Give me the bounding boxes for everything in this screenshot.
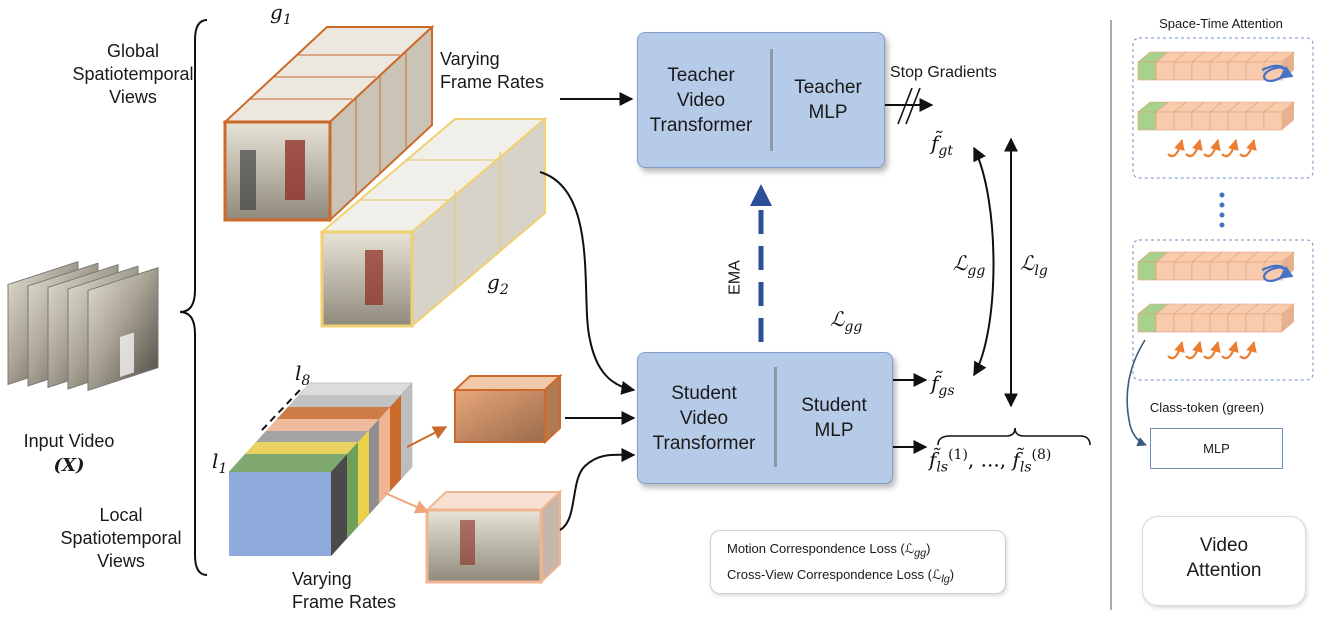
global-view-g2 bbox=[319, 116, 548, 329]
f-gt-label: f̃gt bbox=[931, 131, 953, 159]
local-view-stack bbox=[228, 382, 413, 557]
arrow-stack-to-peach-crop bbox=[384, 492, 430, 514]
arrow-stack-to-orange-crop bbox=[406, 426, 448, 448]
attention-dots bbox=[1219, 192, 1225, 228]
local-outputs-brace bbox=[937, 427, 1091, 446]
spatial-attention-loop-1 bbox=[1261, 64, 1294, 83]
video-attention-label: Video Attention bbox=[1186, 535, 1262, 581]
attention-block-top bbox=[1132, 37, 1314, 179]
class-token-label: Class-token (green) bbox=[1149, 400, 1265, 415]
token-row-4 bbox=[1137, 303, 1295, 333]
f-ls-label: f̃ls(1), ..., f̃ls(8) bbox=[929, 447, 1052, 476]
stop-gradient-slash-1 bbox=[897, 87, 913, 125]
student-mlp-label: Student MLP bbox=[801, 395, 867, 441]
student-block: Student Video Transformer Student MLP bbox=[637, 352, 893, 484]
teacher-transformer-label: Teacher Video Transformer bbox=[649, 65, 753, 136]
arrow-g2-to-student bbox=[539, 171, 636, 395]
loss-lg-label: ℒlg bbox=[1020, 251, 1048, 279]
teacher-mlp-label: Teacher MLP bbox=[794, 77, 862, 123]
video-attention-box: Video Attention bbox=[1142, 516, 1306, 606]
student-divider bbox=[774, 367, 777, 467]
stop-gradient-slash-2 bbox=[905, 87, 921, 125]
ema-label: EMA bbox=[726, 260, 744, 295]
teacher-block: Teacher Video Transformer Teacher MLP bbox=[637, 32, 885, 168]
g2-label: g2 bbox=[487, 270, 509, 298]
token-row-3 bbox=[1137, 251, 1295, 281]
loss-legend: Motion Correspondence Loss (ℒgg) Cross-V… bbox=[710, 530, 1006, 594]
legend-crossview-loss: Cross-View Correspondence Loss (ℒlg) bbox=[727, 567, 955, 586]
student-transformer-label: Student Video Transformer bbox=[652, 383, 756, 454]
teacher-divider bbox=[770, 49, 773, 151]
side-mlp-box: MLP bbox=[1150, 428, 1283, 469]
input-video-label: Input Video bbox=[23, 431, 115, 451]
varying-frame-rates-bottom: Varying Frame Rates bbox=[292, 569, 397, 612]
g1-label: g1 bbox=[270, 0, 292, 28]
spatial-attention-loop-2 bbox=[1261, 264, 1294, 283]
local-views-label: Local Spatiotemporal Views bbox=[60, 505, 182, 571]
input-video-stack bbox=[7, 260, 159, 392]
ema-arrowhead bbox=[750, 184, 772, 206]
token-row-1 bbox=[1137, 51, 1295, 81]
loss-gg-curve bbox=[973, 146, 995, 377]
arrow-peach-crop-to-student bbox=[559, 447, 636, 531]
class-token-arrow bbox=[1126, 339, 1147, 447]
global-views-label: Global Spatiotemporal Views bbox=[72, 41, 194, 107]
temporal-attention-arcs-1 bbox=[1167, 138, 1257, 158]
local-crop-peach bbox=[424, 489, 563, 585]
legend-motion-loss: Motion Correspondence Loss (ℒgg) bbox=[727, 541, 931, 560]
varying-frame-rates-top: Varying Frame Rates bbox=[440, 49, 545, 92]
local-crop-orange bbox=[452, 373, 563, 445]
space-time-attention-title: Space-Time Attention bbox=[1159, 16, 1283, 31]
loss-gg-right-label: ℒgg bbox=[953, 251, 986, 279]
l1-label: l1 bbox=[212, 449, 228, 477]
input-brace bbox=[179, 19, 208, 576]
stop-gradients-label: Stop Gradients bbox=[890, 64, 997, 81]
input-video-symbol: (X) bbox=[53, 455, 85, 476]
attention-token-rows bbox=[1137, 51, 1295, 360]
attention-block-bottom bbox=[1132, 239, 1314, 381]
global-view-g1 bbox=[222, 24, 435, 223]
f-gs-label: f̃gs bbox=[931, 371, 955, 399]
loss-gg-mid-label: ℒgg bbox=[830, 307, 863, 335]
l8-label: l8 bbox=[295, 361, 311, 389]
temporal-attention-arcs-2 bbox=[1167, 340, 1257, 360]
token-row-2 bbox=[1137, 101, 1295, 131]
